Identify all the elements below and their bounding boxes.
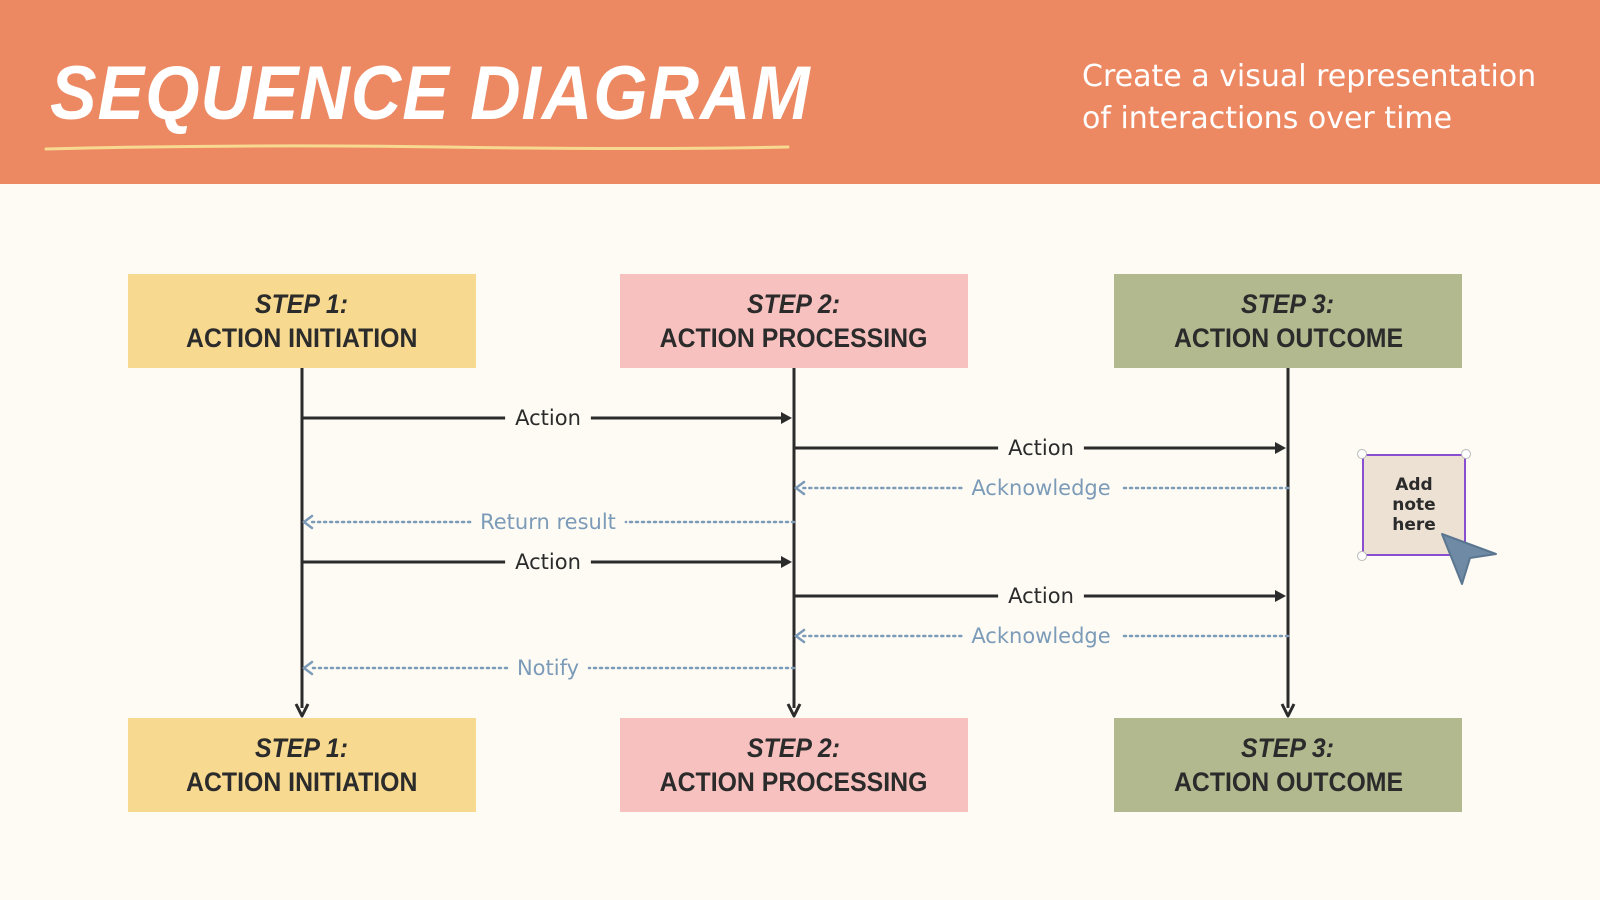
arrowhead	[781, 556, 792, 568]
message-label: Notify	[517, 656, 579, 680]
step-1-name: ACTION INITIATION	[186, 767, 418, 797]
note-line-1: Add	[1395, 475, 1433, 495]
step-3-number: STEP 3:	[1241, 733, 1335, 763]
message-label: Action	[1008, 584, 1074, 608]
message-2[interactable]: Action	[794, 436, 1286, 460]
message-label: Acknowledge	[971, 624, 1110, 648]
arrowhead	[793, 480, 806, 496]
message-label: Acknowledge	[971, 476, 1110, 500]
header-banner: SEQUENCE DIAGRAM Create a visual represe…	[0, 0, 1600, 184]
message-8[interactable]: Notify	[301, 656, 796, 680]
participant-step-3-bottom[interactable]: STEP 3: ACTION OUTCOME	[1114, 718, 1462, 812]
page-title: SEQUENCE DIAGRAM	[50, 51, 811, 136]
subtitle-line-1: Create a visual representation	[1082, 59, 1537, 94]
title-underline	[44, 144, 790, 151]
pointer-arrow-icon	[1441, 533, 1497, 585]
note-line-2: note	[1392, 495, 1436, 515]
page-subtitle: Create a visual representation of intera…	[1082, 56, 1582, 140]
participant-step-3-top[interactable]: STEP 3: ACTION OUTCOME	[1114, 274, 1462, 368]
participant-step-2-bottom[interactable]: STEP 2: ACTION PROCESSING	[620, 718, 968, 812]
subtitle-line-2: of interactions over time	[1082, 101, 1453, 136]
step-3-name: ACTION OUTCOME	[1173, 767, 1403, 797]
arrowhead	[793, 628, 806, 644]
resize-handle-top-left[interactable]	[1357, 449, 1367, 459]
participant-step-2-top[interactable]: STEP 2: ACTION PROCESSING	[620, 274, 968, 368]
arrowhead	[1275, 590, 1286, 602]
message-label: Action	[515, 550, 581, 574]
step-3-number: STEP 3:	[1241, 289, 1335, 319]
lifeline-3	[1280, 368, 1296, 718]
arrowhead	[1275, 442, 1286, 454]
step-2-name: ACTION PROCESSING	[660, 767, 928, 797]
message-label: Action	[1008, 436, 1074, 460]
step-2-name: ACTION PROCESSING	[660, 323, 928, 353]
step-2-number: STEP 2:	[747, 289, 841, 319]
message-5[interactable]: Action	[302, 550, 792, 574]
message-4[interactable]: Return result	[301, 510, 796, 534]
participant-step-1-bottom[interactable]: STEP 1: ACTION INITIATION	[128, 718, 476, 812]
message-7[interactable]: Acknowledge	[793, 624, 1290, 648]
step-1-number: STEP 1:	[255, 733, 349, 763]
resize-handle-top-right[interactable]	[1461, 449, 1471, 459]
message-label: Action	[515, 406, 581, 430]
step-2-number: STEP 2:	[747, 733, 841, 763]
message-label: Return result	[480, 510, 616, 534]
lifeline-1	[294, 368, 310, 718]
note-line-3: here	[1392, 515, 1436, 535]
step-1-number: STEP 1:	[255, 289, 349, 319]
step-1-name: ACTION INITIATION	[186, 323, 418, 353]
message-6[interactable]: Action	[794, 584, 1286, 608]
step-3-name: ACTION OUTCOME	[1173, 323, 1403, 353]
arrowhead	[781, 412, 792, 424]
message-1[interactable]: Action	[302, 406, 792, 430]
participant-step-1-top[interactable]: STEP 1: ACTION INITIATION	[128, 274, 476, 368]
resize-handle-bottom-left[interactable]	[1357, 551, 1367, 561]
message-3[interactable]: Acknowledge	[793, 476, 1290, 500]
arrowhead	[301, 514, 314, 530]
arrowhead	[301, 660, 314, 676]
lifeline-2	[786, 368, 802, 718]
